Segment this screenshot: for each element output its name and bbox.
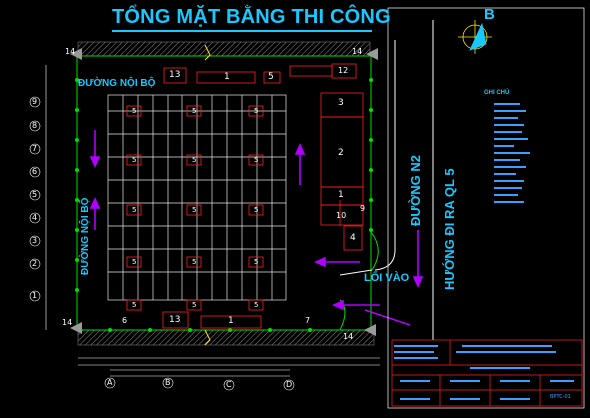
tag-5: 5 xyxy=(192,206,197,214)
tag-14-top-left: 14 xyxy=(65,47,76,56)
fence-posts xyxy=(75,78,373,332)
tag-3: 3 xyxy=(338,98,344,108)
road-label-left: ĐƯỜNG NỘI BỘ xyxy=(80,197,91,275)
gates xyxy=(204,44,211,346)
tag-5-top: 5 xyxy=(268,72,274,82)
title-block xyxy=(391,339,583,407)
tag-5: 5 xyxy=(132,258,137,266)
tag-5: 5 xyxy=(254,206,259,214)
compass-north-label: B xyxy=(484,6,495,23)
north-compass xyxy=(458,20,492,54)
row-axis-label: 2 xyxy=(32,259,38,268)
row-axis-label: 9 xyxy=(32,97,38,106)
tag-5: 5 xyxy=(254,301,259,309)
tag-14-bottom-left: 14 xyxy=(62,318,73,327)
title-block-text-bars xyxy=(394,345,574,400)
tag-5: 5 xyxy=(192,156,197,164)
tag-12: 12 xyxy=(338,66,349,75)
external-roads xyxy=(339,20,434,340)
tag-14-top-right: 14 xyxy=(352,47,363,56)
column-axis-label: A xyxy=(107,378,113,387)
tag-13-bottom: 13 xyxy=(169,315,181,325)
building-grid xyxy=(107,94,287,301)
corner-lamps xyxy=(70,48,378,336)
column-axis-label: B xyxy=(165,378,171,387)
tag-5: 5 xyxy=(192,258,197,266)
tag-13-top: 13 xyxy=(169,70,181,80)
row-axis-label: 4 xyxy=(32,213,38,222)
entrance-label: LỐI VÀO xyxy=(364,272,410,284)
tag-5: 5 xyxy=(132,301,137,309)
tag-5: 5 xyxy=(132,156,137,164)
site-fence xyxy=(76,55,372,331)
title-underline xyxy=(112,30,372,32)
drawing-number: BPTC-01 xyxy=(550,394,571,400)
top-facilities xyxy=(163,63,357,84)
tag-1-right: 1 xyxy=(338,190,344,200)
legend-title: GHI CHÚ xyxy=(484,90,510,96)
tag-1-bottom: 1 xyxy=(228,316,234,326)
bottom-boundary-band xyxy=(77,329,375,346)
tag-5: 5 xyxy=(192,301,197,309)
column-axis-label: C xyxy=(226,380,232,389)
right-facilities xyxy=(320,92,364,251)
top-boundary-band xyxy=(77,41,371,57)
column-axis-label: D xyxy=(286,380,293,389)
tag-4: 4 xyxy=(350,233,356,243)
tag-5: 5 xyxy=(132,206,137,214)
row-axis-label: 5 xyxy=(32,190,38,199)
tag-5: 5 xyxy=(132,107,137,115)
tag-6: 6 xyxy=(122,316,128,325)
row-axis-label: 8 xyxy=(32,121,38,130)
tag-9: 9 xyxy=(360,204,366,213)
legend-entries xyxy=(494,103,530,203)
road-label-ql5: HƯỚNG ĐI RA QL 5 xyxy=(442,168,457,290)
traffic-arrows xyxy=(89,130,424,326)
road-label-top: ĐƯỜNG NỘI BỘ xyxy=(78,78,156,89)
drawing-frame xyxy=(387,7,585,409)
bottom-facilities xyxy=(162,311,262,329)
column-axis xyxy=(78,357,380,391)
tag-5: 5 xyxy=(254,258,259,266)
tag-14-bottom-right: 14 xyxy=(343,332,354,341)
tag-2: 2 xyxy=(338,148,344,158)
drawing-title: TỔNG MẶT BẰNG THI CÔNG xyxy=(112,6,391,28)
row-axis-label: 7 xyxy=(32,144,38,153)
tag-5: 5 xyxy=(254,107,259,115)
tag-5: 5 xyxy=(192,107,197,115)
row-axis-label: 3 xyxy=(32,236,38,245)
tag-5: 5 xyxy=(254,156,259,164)
road-label-n2: ĐƯỜNG N2 xyxy=(408,155,423,226)
row-axis-label: 1 xyxy=(32,291,38,300)
tag-10: 10 xyxy=(336,211,347,220)
tag-7: 7 xyxy=(305,316,311,325)
tag-1-top: 1 xyxy=(224,72,230,82)
row-axis xyxy=(29,65,47,330)
row-axis-label: 6 xyxy=(32,167,38,176)
formwork-markers xyxy=(126,105,264,311)
